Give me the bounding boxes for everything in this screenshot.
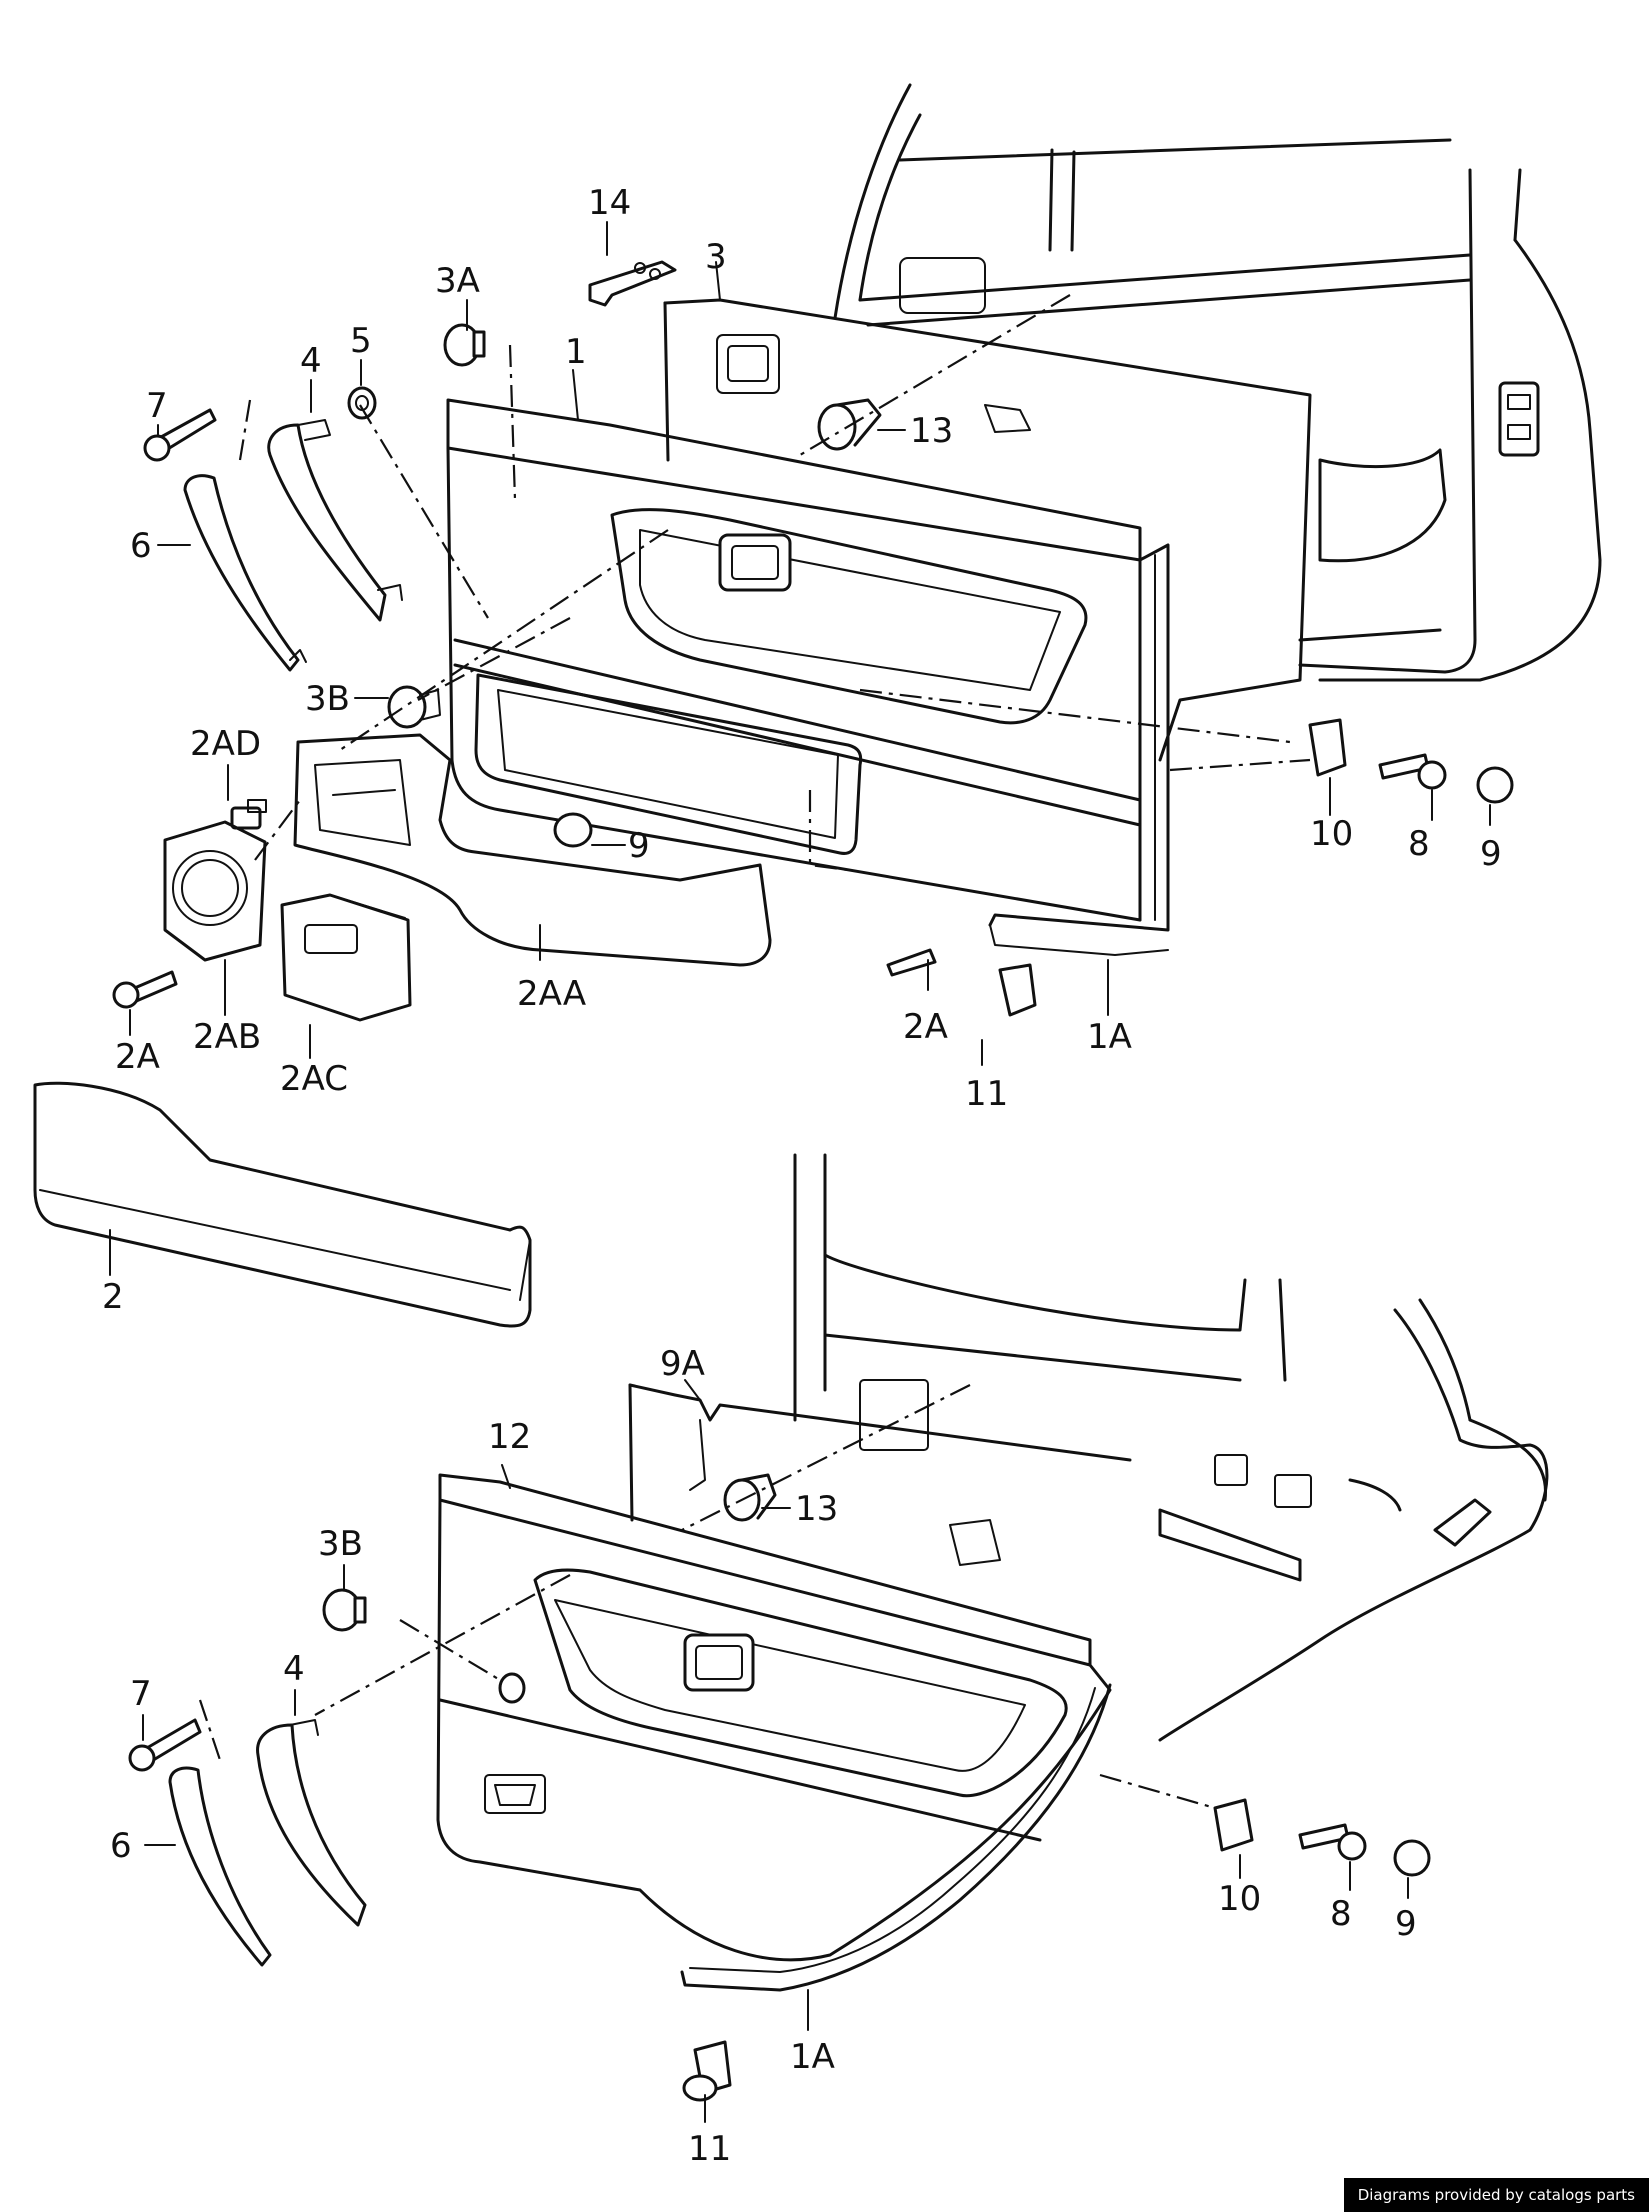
label-2A-left: 2A <box>115 1037 160 1077</box>
label-1: 1 <box>565 332 587 372</box>
label-2AD: 2AD <box>190 724 261 764</box>
label-2: 2 <box>102 1277 124 1317</box>
label-11: 11 <box>965 1074 1008 1114</box>
rear-label-1A: 1A <box>790 2037 835 2077</box>
callout-leaders <box>109 221 1491 2123</box>
front-clip-3B <box>387 685 441 729</box>
rear-label-8: 8 <box>1330 1894 1352 1934</box>
rear-label-10: 10 <box>1218 1879 1261 1919</box>
label-2AA: 2AA <box>517 974 586 1014</box>
front-ashtray-2AC <box>280 893 412 1022</box>
label-7: 7 <box>146 386 168 426</box>
front-speaker-trim-2AA <box>293 733 772 967</box>
rear-label-4: 4 <box>283 1649 305 1689</box>
label-2AB: 2AB <box>193 1017 261 1057</box>
label-3: 3 <box>705 237 727 277</box>
label-5: 5 <box>350 321 372 361</box>
label-6: 6 <box>130 526 152 566</box>
rear-label-9: 9 <box>1395 1904 1417 1944</box>
front-screws-8-2A <box>112 718 1514 1017</box>
label-1A: 1A <box>1087 1017 1132 1057</box>
label-14: 14 <box>588 183 631 223</box>
front-clips-3A-5 <box>347 323 486 420</box>
label-2AC: 2AC <box>280 1059 348 1099</box>
label-3A: 3A <box>435 261 480 301</box>
label-8: 8 <box>1408 824 1430 864</box>
rear-door-trim-panel-12 <box>436 1473 1112 1992</box>
credit-banner: Diagrams provided by catalogs parts <box>1343 2178 1649 2212</box>
rear-label-9A: 9A <box>660 1344 705 1384</box>
front-door-body <box>833 83 1602 682</box>
front-clip-2AD <box>230 799 267 830</box>
rear-clips <box>322 1473 1431 2102</box>
rear-explode-lines <box>198 1384 1216 1810</box>
rear-label-6: 6 <box>110 1826 132 1866</box>
front-speaker-grille-2AB <box>163 820 267 962</box>
label-2A-right: 2A <box>903 1007 948 1047</box>
label-3B: 3B <box>305 679 350 719</box>
rear-label-13: 13 <box>795 1489 838 1529</box>
front-pull-handle-4 <box>267 419 403 622</box>
rear-label-7: 7 <box>130 1674 152 1714</box>
front-door-trim-panel-1 <box>446 398 1170 956</box>
front-screw-7 <box>143 408 217 462</box>
rear-label-11: 11 <box>688 2129 731 2169</box>
front-lower-trim-2 <box>33 1081 532 1328</box>
label-4: 4 <box>300 341 322 381</box>
front-clip-14 <box>588 260 677 307</box>
label-9: 9 <box>628 826 650 866</box>
rear-vapor-barrier-9A <box>628 1383 1132 1522</box>
rear-door-body <box>793 1153 1549 1742</box>
front-vapor-barrier-3 <box>663 298 1312 762</box>
label-9b: 9 <box>1480 834 1502 874</box>
label-13: 13 <box>910 411 953 451</box>
front-explode-lines <box>238 294 1311 872</box>
rear-handle-4-6-7 <box>128 1718 367 1967</box>
callout-labels: 14 3 3A 1 5 4 7 13 6 3B 2AD 9 10 8 9 2A … <box>102 183 1502 2169</box>
label-10: 10 <box>1310 814 1353 854</box>
rear-label-3B: 3B <box>318 1524 363 1564</box>
front-handle-cover-6 <box>183 474 307 672</box>
rear-label-12: 12 <box>488 1417 531 1457</box>
